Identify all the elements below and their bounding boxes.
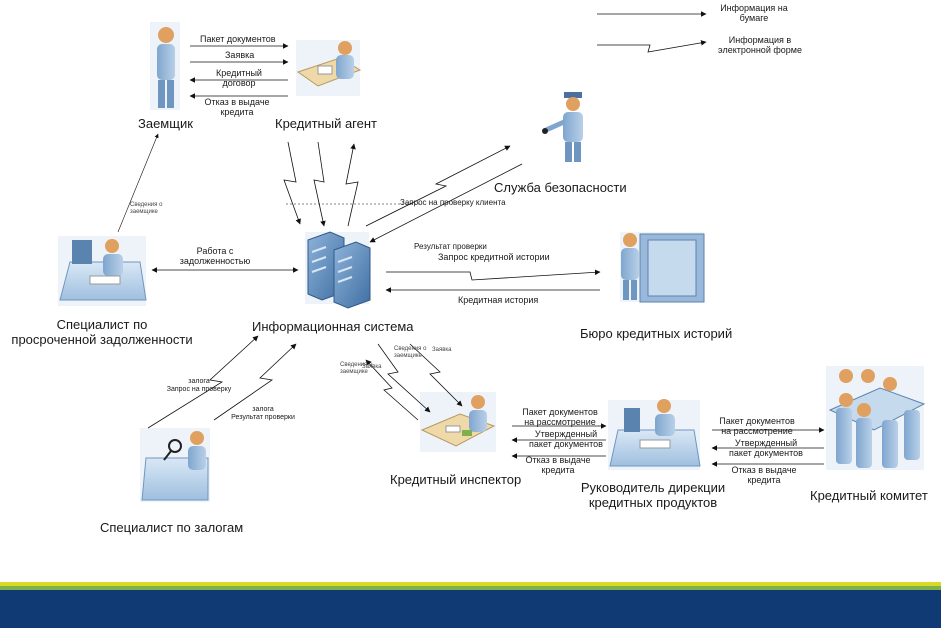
collateral-infosystem-arrows xyxy=(147,335,297,429)
committee-label: Кредитный комитет xyxy=(810,488,928,503)
footer-stripe-yellow xyxy=(0,582,941,586)
flow-collateral-request: залога Запрос на проверку xyxy=(166,378,232,394)
credit-agent-figure xyxy=(296,40,362,96)
diagram-artwork xyxy=(58,11,926,502)
flow-info-to-inspector: Сведения о заемщике xyxy=(340,362,373,375)
borrower-label: Заемщик xyxy=(138,116,193,131)
credit-inspector-label: Кредитный инспектор xyxy=(390,472,522,487)
flow-borrower-info: Сведения о заемщике xyxy=(130,202,163,215)
flow-collateral-result: залога Результат проверки xyxy=(231,406,295,422)
flow-debt-work: Работа с задолженностью xyxy=(179,246,251,267)
flow-refusal-borrower: Отказ в выдаче кредита xyxy=(204,97,270,118)
collateral-specialist-figure xyxy=(140,428,210,502)
flow-inspector-app: Заявка xyxy=(362,364,382,370)
flow-inspector-director-docs: Пакет документов на рассмотрение xyxy=(522,407,598,428)
footer-stripe-green xyxy=(0,586,941,590)
flow-application: Заявка xyxy=(225,50,255,60)
infosystem-bureau-arrows xyxy=(385,269,601,293)
security-label: Служба безопасности xyxy=(494,180,627,195)
flow-check-result: Результат проверки xyxy=(414,242,487,251)
director-figure xyxy=(608,399,701,470)
security-figure xyxy=(540,92,590,164)
flow-director-inspector-approved: Утвержденный пакет документов xyxy=(529,429,603,450)
overdue-specialist-label: Специалист по просроченной задолженности xyxy=(11,317,193,347)
flow-application-2: Заявка xyxy=(432,347,452,353)
flow-director-committee-docs: Пакет документов на рассмотрение xyxy=(719,416,795,437)
flow-credit-contract: Кредитный договор xyxy=(216,68,262,89)
director-committee-arrows xyxy=(711,427,825,467)
flow-committee-director-approved: Утвержденный пакет документов xyxy=(729,438,803,459)
flow-docs-package: Пакет документов xyxy=(200,34,276,44)
legend-paper-label: Информация на бумаге xyxy=(720,3,788,24)
legend-electronic-label: Информация в электронной форме xyxy=(718,35,802,56)
credit-bureau-label: Бюро кредитных историй xyxy=(580,326,733,341)
borrower-agent-arrows xyxy=(189,43,289,99)
flow-history-request: Запрос кредитной истории xyxy=(438,252,550,262)
credit-bureau-figure xyxy=(620,232,705,303)
overdue-specialist-figure xyxy=(58,236,147,306)
collateral-specialist-label: Специалист по залогам xyxy=(100,520,244,535)
flow-check-request: Запрос на проверку клиента xyxy=(400,198,506,207)
infosystem-security-arrows xyxy=(365,145,523,243)
credit-inspector-figure xyxy=(420,392,496,452)
agent-infosystem-arrows xyxy=(283,141,420,227)
legend-electronic-arrow xyxy=(597,40,707,53)
inspector-director-arrows xyxy=(511,423,607,459)
committee-figure xyxy=(826,366,926,470)
borrower-figure xyxy=(150,22,180,110)
info-system-server xyxy=(305,231,371,309)
info-system-label: Информационная система xyxy=(252,319,414,334)
director-label: Руководитель дирекции кредитных продукто… xyxy=(580,480,726,510)
flow-director-inspector-refusal: Отказ в выдаче кредита xyxy=(525,455,591,476)
overdue-borrower-arrow xyxy=(117,133,159,233)
infosystem-inspector-arrows xyxy=(365,343,463,421)
footer-bar xyxy=(0,590,941,628)
flow-committee-director-refusal: Отказ в выдаче кредита xyxy=(731,465,797,486)
credit-agent-label: Кредитный агент xyxy=(275,116,377,131)
flow-credit-history: Кредитная история xyxy=(458,295,539,305)
flow-borrower-info-2: Сведения о заемщике xyxy=(394,346,427,359)
